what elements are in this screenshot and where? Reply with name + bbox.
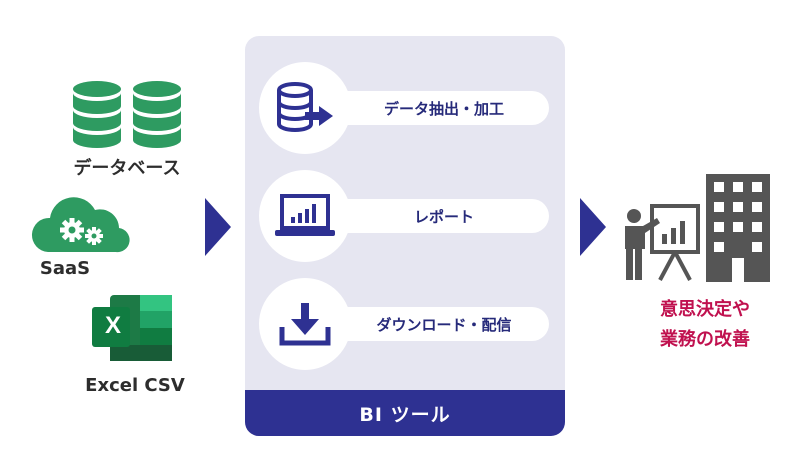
feature-icon-circle xyxy=(259,170,351,262)
feature-report: レポート xyxy=(259,170,551,262)
bi-tool-label: BI ツール xyxy=(245,390,565,436)
feature-extract: データ抽出・加工 xyxy=(259,62,551,154)
feature-icon-circle xyxy=(259,278,351,370)
presenter-building-icon xyxy=(625,174,770,282)
saas-label: SaaS xyxy=(39,258,91,279)
laptop-chart-icon xyxy=(275,194,335,236)
saas-source: SaaS xyxy=(30,192,130,287)
flow-arrow-left xyxy=(205,198,231,256)
cloud-gear-icon xyxy=(31,197,130,253)
excel-icon xyxy=(92,295,172,361)
database-source: データベース xyxy=(62,80,192,180)
feature-icon-circle xyxy=(259,62,351,154)
database-label: データベース xyxy=(73,158,181,179)
excel-source: X Excel CSV xyxy=(70,293,200,408)
database-export-icon xyxy=(277,82,333,132)
bi-tool-panel: データ抽出・加工 レポート xyxy=(245,36,565,436)
feature-download: ダウンロード・配信 xyxy=(259,278,551,370)
flow-arrow-right xyxy=(580,198,606,256)
outcome-line-2: 業務の改善 xyxy=(660,329,750,350)
excel-letter: X xyxy=(104,312,121,339)
excel-label: Excel CSV xyxy=(85,375,185,396)
download-tray-icon xyxy=(279,303,331,346)
database-icon xyxy=(73,81,181,148)
outcome-line-1: 意思決定や xyxy=(660,299,750,320)
